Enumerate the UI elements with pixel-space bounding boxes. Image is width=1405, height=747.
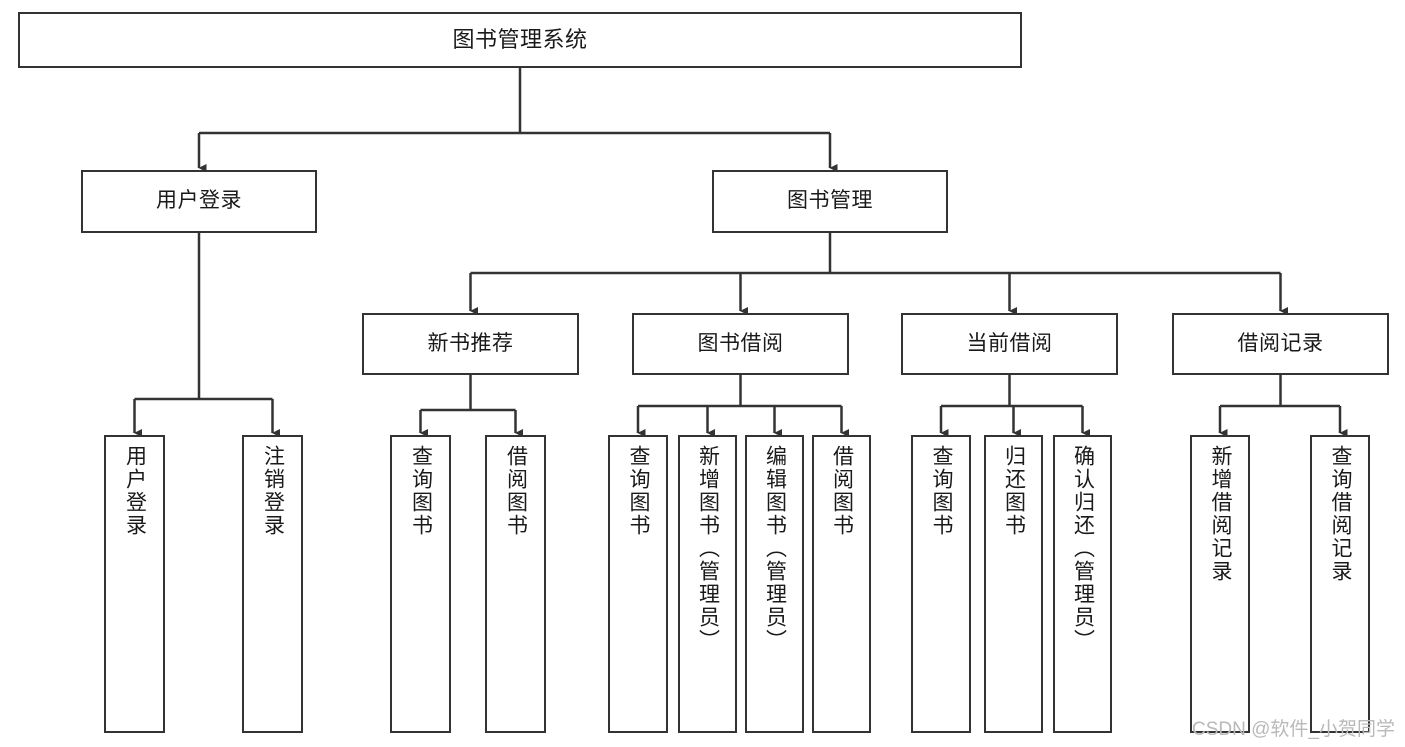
node-leaf-add-record[interactable]: 新增借阅记录 [1190, 435, 1250, 733]
node-label: 新增图书（管理员） [696, 445, 720, 652]
node-leaf-borrow-book-1[interactable]: 借阅图书 [485, 435, 546, 733]
node-label: 借阅图书 [504, 445, 528, 537]
edge-layer [133, 68, 1348, 437]
node-leaf-query-book-2[interactable]: 查询图书 [608, 435, 668, 733]
node-label: 查询图书 [627, 445, 651, 537]
node-borrow-record[interactable]: 借阅记录 [1172, 313, 1389, 375]
node-user-login[interactable]: 用户登录 [81, 170, 317, 233]
node-label: 确认归还（管理员） [1071, 445, 1095, 652]
node-book-borrow[interactable]: 图书借阅 [632, 313, 849, 375]
node-leaf-add-book[interactable]: 新增图书（管理员） [678, 435, 737, 733]
node-label: 当前借阅 [966, 331, 1053, 355]
node-label: 注销登录 [261, 445, 285, 537]
node-label: 用户登录 [123, 445, 147, 537]
node-leaf-confirm-return[interactable]: 确认归还（管理员） [1053, 435, 1112, 733]
node-leaf-borrow-book-2[interactable]: 借阅图书 [812, 435, 871, 733]
node-label: 归还图书 [1002, 445, 1026, 537]
node-label: 查询图书 [930, 445, 954, 537]
node-label: 新书推荐 [427, 331, 514, 355]
node-leaf-edit-book[interactable]: 编辑图书（管理员） [745, 435, 804, 733]
node-label: 图书借阅 [697, 331, 784, 355]
node-label: 借阅图书 [830, 445, 854, 537]
node-new-book-rec[interactable]: 新书推荐 [362, 313, 579, 375]
node-leaf-user-login[interactable]: 用户登录 [104, 435, 165, 733]
node-label: 编辑图书（管理员） [763, 445, 787, 652]
node-current-borrow[interactable]: 当前借阅 [901, 313, 1118, 375]
node-leaf-logout[interactable]: 注销登录 [242, 435, 303, 733]
csdn-watermark: CSDN @软件_小贺同学 [1192, 719, 1395, 740]
node-label: 查询图书 [409, 445, 433, 537]
node-label: 图书管理 [787, 189, 873, 213]
node-book-manage[interactable]: 图书管理 [712, 170, 948, 233]
node-label: 查询借阅记录 [1329, 445, 1353, 583]
node-label: 图书管理系统 [452, 26, 588, 52]
node-leaf-return-book[interactable]: 归还图书 [984, 435, 1043, 733]
node-leaf-query-book-3[interactable]: 查询图书 [911, 435, 971, 733]
node-leaf-query-record[interactable]: 查询借阅记录 [1310, 435, 1370, 733]
node-label: 借阅记录 [1237, 331, 1324, 355]
node-leaf-query-book-1[interactable]: 查询图书 [390, 435, 451, 733]
node-root[interactable]: 图书管理系统 [18, 12, 1022, 68]
node-label: 用户登录 [156, 189, 242, 213]
node-label: 新增借阅记录 [1209, 445, 1233, 583]
